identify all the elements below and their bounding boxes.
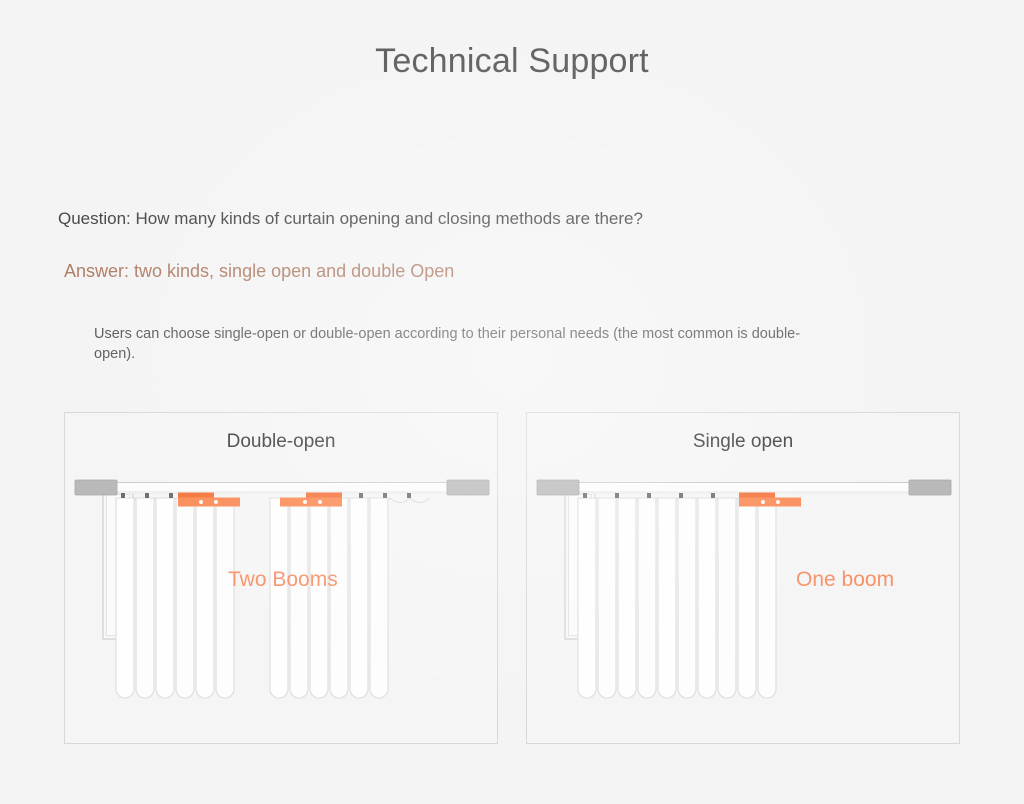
panel-title-double-open: Double-open — [226, 431, 336, 452]
page-title: Technical Support — [375, 42, 649, 80]
boom-count-label-single-open: One boom — [796, 568, 895, 591]
question-text: Question: How many kinds of curtain open… — [58, 209, 643, 228]
panel-single-open: Single open — [526, 412, 960, 744]
curtain-rail-icon — [110, 482, 454, 494]
answer-text: Answer: two kinds, single open and doubl… — [64, 261, 455, 281]
panel-double-open: Double-open — [64, 412, 498, 744]
curtain-rail-icon — [572, 482, 916, 494]
rail-carrier-icon — [583, 493, 715, 498]
curtain-panel-right-icon — [269, 497, 431, 699]
rail-bracket-right-icon — [446, 479, 490, 496]
explanatory-note: Users can choose single-open or double-o… — [94, 326, 801, 362]
curtain-panel-icon — [577, 497, 777, 699]
rail-bracket-right-icon — [908, 479, 952, 496]
rail-bracket-left-icon — [74, 479, 118, 496]
boom-count-label-double-open: Two Booms — [228, 568, 338, 591]
diagram-single-open — [527, 471, 961, 741]
rail-carrier-icon — [121, 493, 173, 498]
boom-motor-right-icon[interactable] — [739, 492, 801, 507]
rail-bracket-left-icon — [536, 479, 580, 496]
diagram-double-open — [65, 471, 499, 741]
curtain-panel-left-icon — [115, 497, 235, 699]
boom-motor-left-icon[interactable] — [178, 492, 240, 507]
boom-motor-right-icon[interactable] — [280, 492, 342, 507]
panel-title-single-open: Single open — [692, 431, 794, 452]
